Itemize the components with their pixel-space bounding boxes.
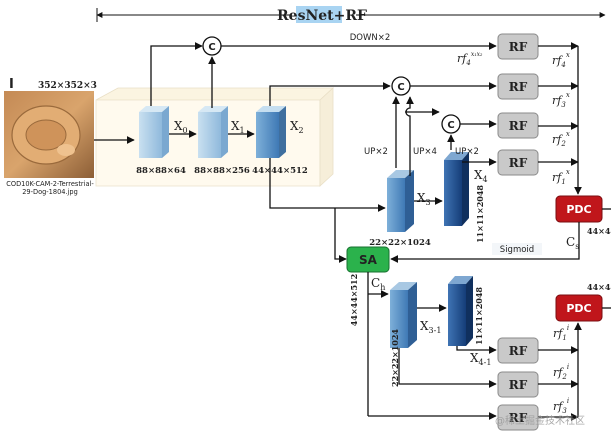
up-label-a: UP×2 [364, 147, 388, 157]
block-x1 [198, 106, 228, 158]
arrow-x31-rf2 [398, 348, 497, 388]
svg-text:PDC: PDC [566, 203, 591, 216]
rf-bottom-label-1: rf1i [553, 324, 569, 342]
dog-head [57, 144, 75, 156]
dims-x2: 44×44×512 [252, 166, 308, 176]
block-x0 [139, 106, 169, 158]
label-x1: X1 [231, 119, 245, 135]
svg-text:RF: RF [509, 411, 528, 425]
svg-text:C: C [208, 42, 215, 53]
rf-bottom-label-3: rf3i [553, 397, 569, 415]
cs-dims: 44×44 [587, 226, 611, 236]
arrow-x2-sa [334, 208, 347, 263]
label-x4: X4 [474, 168, 488, 184]
block-x41 [448, 276, 473, 346]
input-caption-line2: 29-Dog-1804.jpg [22, 188, 78, 196]
up-label-c: UP×2 [455, 147, 479, 157]
label-x41: X4-1 [470, 351, 491, 367]
arrow-x2-x3 [269, 158, 386, 212]
block-x2 [256, 106, 286, 158]
sa-block: SA [346, 246, 390, 273]
svg-text:PDC: PDC [566, 302, 591, 315]
rf-in-label-4: rf4x₁x₂ [457, 51, 483, 67]
up-label-b: UP×4 [413, 147, 437, 157]
rf-bottom-label-2: rf2i [553, 363, 569, 381]
block-x31 [390, 282, 417, 348]
ch-dims: 44×44×512 [349, 274, 359, 326]
block-x3 [387, 170, 414, 232]
label-x3: X3 [417, 191, 431, 207]
input-image-group: I 352×352×3 COD10K-CAM-2-Terrestrial- 29… [4, 77, 97, 196]
svg-text:RF: RF [509, 344, 528, 358]
svg-text:RF: RF [509, 80, 528, 94]
block-x4 [444, 152, 469, 226]
svg-text:RF: RF [509, 40, 528, 54]
svg-text:RF: RF [509, 156, 528, 170]
label-x2: X2 [290, 119, 304, 135]
rf-top-stack: RF RF RF RF rf4x₁x₂ rf4x rf3x rf2x rf1x [457, 33, 582, 195]
input-size: 352×352×3 [38, 81, 97, 91]
sigmoid-arrow [390, 222, 580, 263]
label-x0: X0 [174, 119, 188, 135]
dims-x1: 88×88×256 [194, 166, 250, 176]
dims-x3: 22×22×1024 [369, 238, 431, 248]
down-label: DOWN×2 [350, 33, 391, 43]
ch-label: Ch [371, 276, 385, 292]
cs-label: Cs [566, 235, 579, 251]
arrow-x41-rf1 [456, 346, 497, 354]
pdc2-dims: 44×44 [587, 282, 611, 292]
title-bar: ResNet+RF [96, 6, 606, 24]
svg-text:C: C [397, 82, 404, 93]
input-symbol: I [9, 77, 14, 92]
concat-mid: C C [391, 76, 497, 176]
dims-x0: 88×88×64 [136, 166, 186, 176]
dog-curl [25, 119, 67, 151]
sigmoid-label: Sigmoid [500, 245, 534, 255]
title-text: ResNet+RF [277, 8, 367, 24]
rf-out-label-3: rf3x [552, 91, 570, 109]
concat-top: C DOWN×2 [150, 33, 497, 108]
svg-text:RF: RF [509, 119, 528, 133]
rf-bottom-stack: RF RF RF rf1i rf2i rf3i [497, 322, 582, 431]
input-caption-line1: COD10K-CAM-2-Terrestrial- [6, 180, 94, 188]
svg-text:RF: RF [509, 378, 528, 392]
watermark: @稀土掘金技术社区 [495, 414, 585, 427]
arrow-x2-concat [269, 82, 391, 106]
pdc-top: PDC 44×44 Cs [555, 195, 611, 251]
rf-out-label-1: rf1x [552, 168, 570, 186]
rf-out-label-2: rf2x [552, 130, 570, 148]
svg-text:SA: SA [359, 253, 378, 267]
svg-text:C: C [447, 120, 454, 131]
rf-out-label-4: rf4x [552, 51, 570, 69]
sigmoid-bg [492, 243, 542, 255]
label-x31: X3-1 [420, 319, 441, 335]
title-highlight [296, 6, 342, 23]
pdc-bottom: PDC 44×44 [555, 282, 611, 322]
dims-x31: 22×22×1024 [390, 329, 400, 387]
dims-x41: 11×11×2048 [474, 287, 484, 345]
dims-x4: 11×11×2048 [475, 185, 485, 243]
